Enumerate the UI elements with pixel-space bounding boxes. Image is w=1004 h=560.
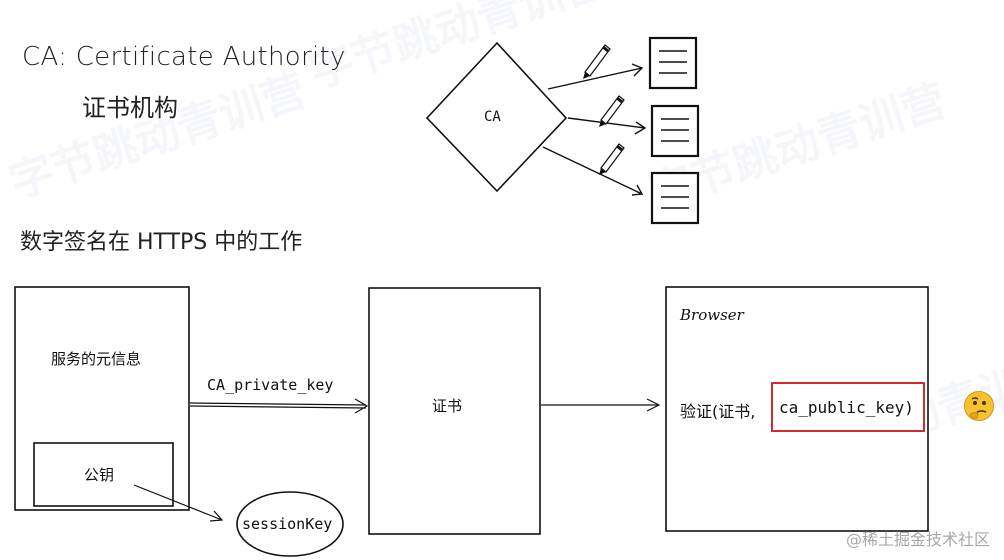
brand-watermark: @稀土掘金技术社区 [845,530,990,549]
section-title: 数字签名在 HTTPS 中的工作 [20,230,303,255]
arrow-pubkey-to-sessionkey [133,484,224,522]
pencil-icon [599,95,625,127]
public-key-box [33,442,174,507]
title-english: CA: Certificate Authority [22,42,346,72]
certificate-box [368,287,541,535]
session-key-label: sessionKey [242,515,333,533]
browser-title: Browser [680,306,744,324]
highlight-box [771,382,925,432]
pencil-icon [599,143,625,175]
ca-node-label: CA [484,109,501,125]
public-key-label: 公钥 [84,466,115,484]
arrow-server-to-cert [189,398,369,414]
edge-label-private-key: CA_private_key [207,376,334,394]
arrow-to-cert-1 [547,67,643,90]
thinking-face-icon [964,391,994,421]
session-key-ellipse [236,491,344,557]
document-icon [650,104,700,158]
server-box-label: 服务的元信息 [51,350,142,368]
arrow-cert-to-browser [541,398,661,412]
document-icon [648,36,698,90]
verify-prefix: 验证(证书, [680,402,756,421]
ca-arrows [542,63,647,196]
verify-key: ca_public_key) [779,398,914,417]
browser-box [665,286,929,532]
document-icon [650,171,700,225]
arrow-to-cert-3 [542,146,643,195]
ca-diamond [425,41,568,193]
certificate-label: 证书 [432,397,463,415]
pencil-icon [583,44,611,79]
title-chinese: 证书机构 [82,94,178,122]
